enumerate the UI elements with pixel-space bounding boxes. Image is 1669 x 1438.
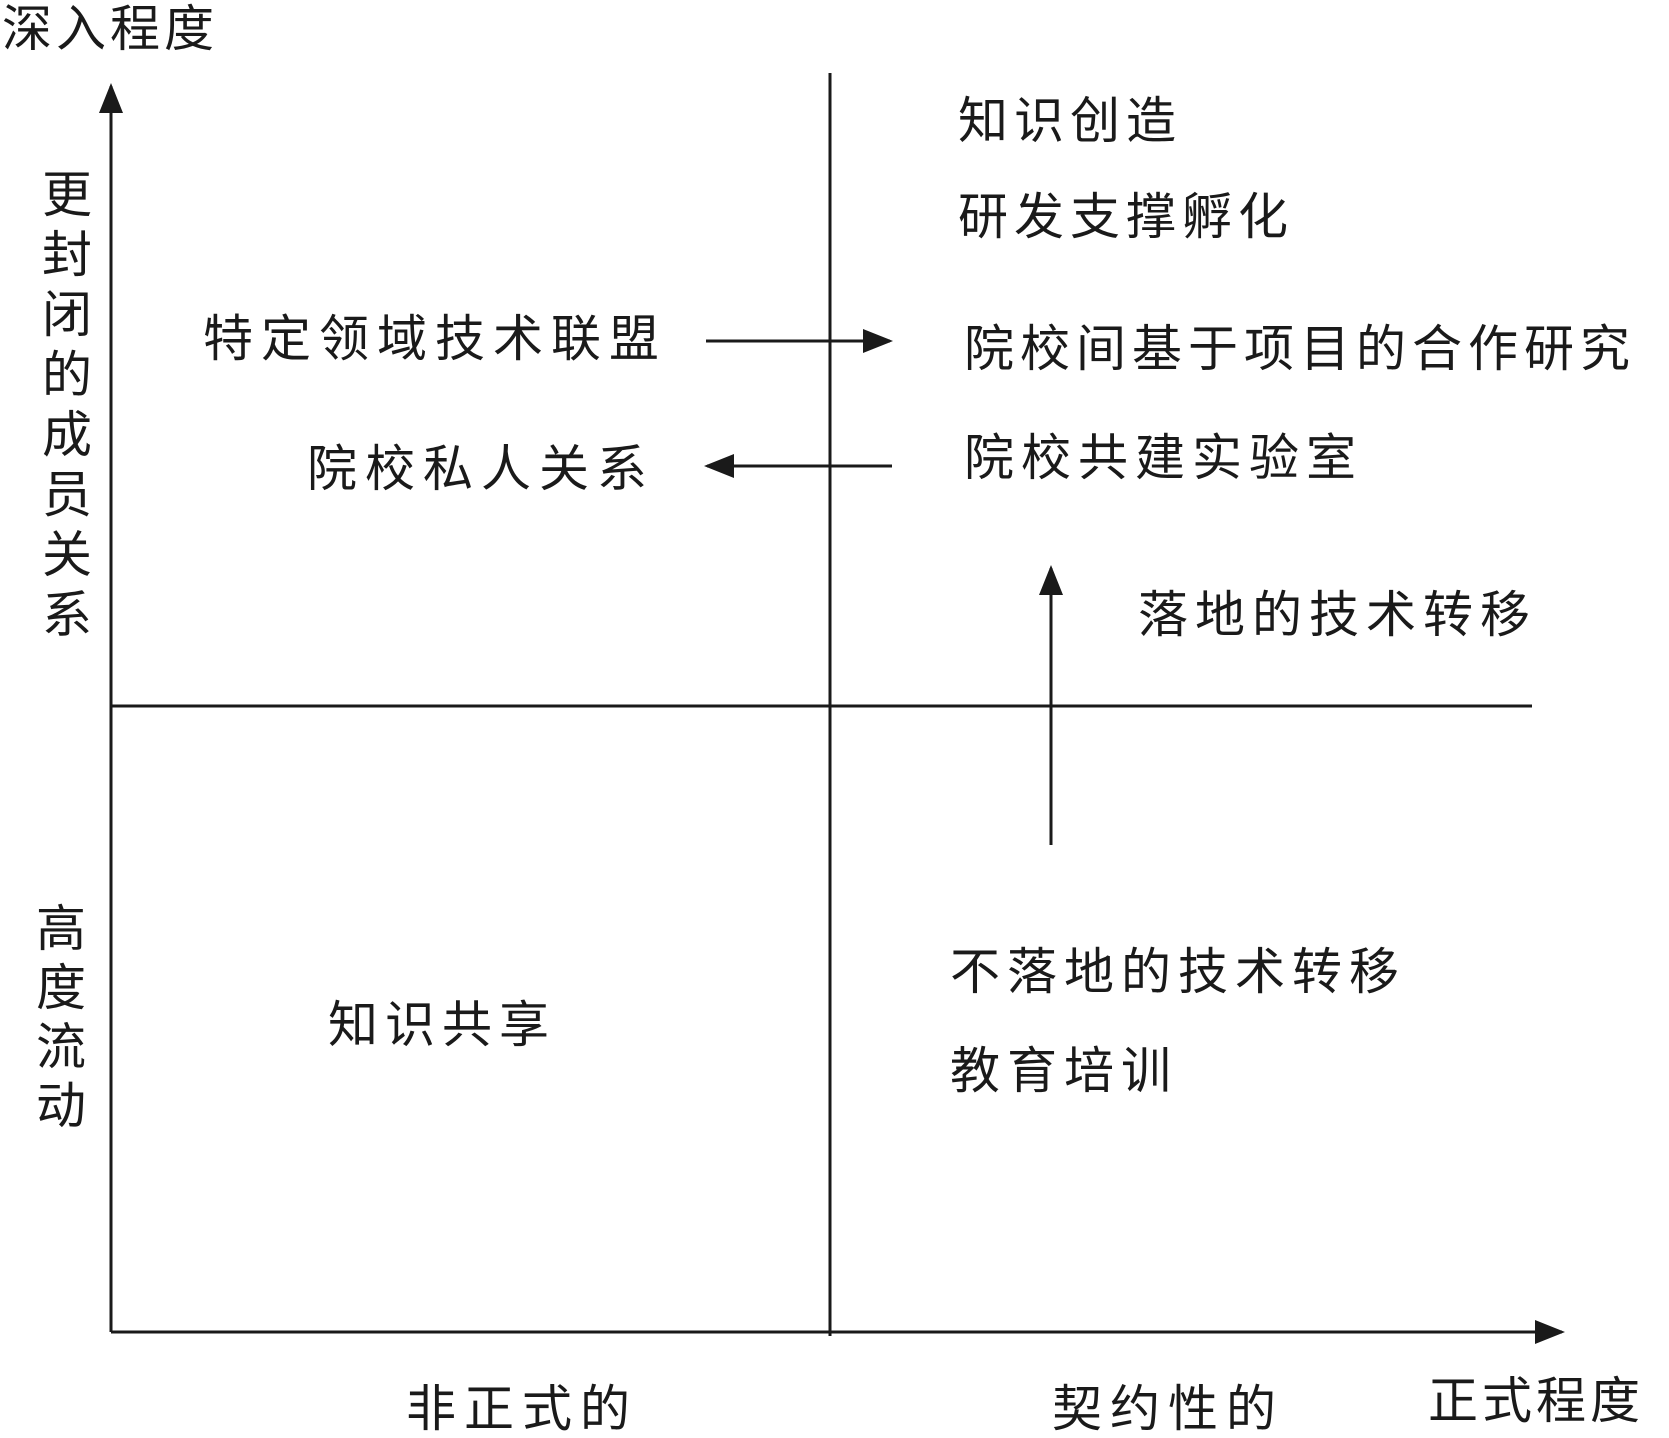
y-axis-upper-label: 更封闭的成员关系 bbox=[34, 168, 92, 648]
label-rd-incubation: 研发支撑孵化 bbox=[958, 188, 1294, 246]
y-axis-title: 深入程度 bbox=[2, 0, 218, 58]
label-personal-relations: 院校私人关系 bbox=[307, 440, 655, 498]
label-education-training: 教育培训 bbox=[950, 1042, 1178, 1100]
x-axis-left-label: 非正式的 bbox=[406, 1380, 638, 1438]
label-unlanded-transfer: 不落地的技术转移 bbox=[950, 943, 1406, 1001]
y-axis-lower-label: 高度流动 bbox=[28, 902, 86, 1138]
x-axis-right-label: 契约性的 bbox=[1052, 1380, 1284, 1438]
label-tech-alliance: 特定领域技术联盟 bbox=[203, 310, 667, 368]
label-knowledge-sharing: 知识共享 bbox=[328, 996, 556, 1054]
label-project-research: 院校间基于项目的合作研究 bbox=[964, 320, 1636, 378]
x-axis-title: 正式程度 bbox=[1428, 1372, 1644, 1430]
label-knowledge-creation: 知识创造 bbox=[958, 92, 1182, 150]
label-landed-transfer: 落地的技术转移 bbox=[1138, 586, 1537, 644]
label-joint-lab: 院校共建实验室 bbox=[964, 429, 1363, 487]
